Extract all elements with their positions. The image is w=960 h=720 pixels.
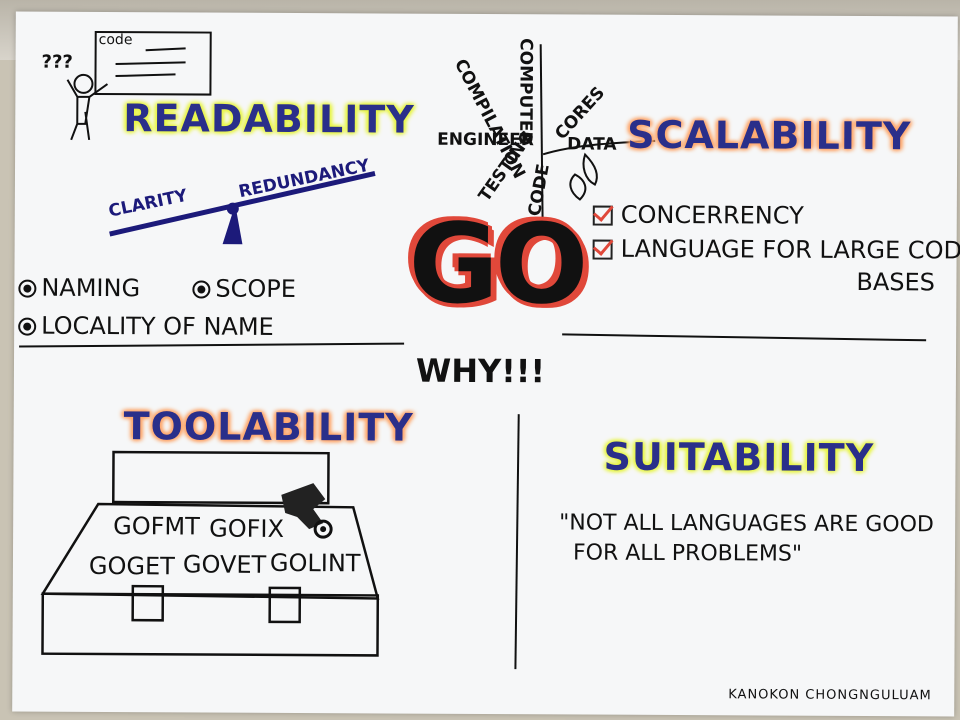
tool-golint: GOLINT (269, 548, 361, 578)
suitability-quote-line2: FOR ALL PROBLEMS" (572, 540, 803, 567)
why-text: WHY!!! (415, 351, 546, 391)
checkbox-checked-icon (592, 205, 613, 226)
scalability-title: SCALABILITY (627, 112, 912, 159)
readability-title: READABILITY (123, 96, 415, 142)
bullet-icon (192, 280, 211, 299)
divider-left (19, 342, 405, 348)
tool-goget: GOGET (88, 551, 175, 581)
readability-item-naming: NAMING (18, 273, 141, 303)
question-marks: ??? (41, 51, 73, 73)
toolbox-icon (40, 450, 380, 657)
checkbox-checked-icon (592, 239, 613, 260)
toolability-title: TOOLABILITY (123, 404, 414, 450)
tree-word-computer: COMPUTER (515, 38, 536, 145)
sketch-drawings (19, 30, 927, 670)
code-board-label: code (98, 31, 133, 49)
divider-right (562, 333, 927, 342)
scalability-item-bases: BASES (856, 267, 936, 297)
divider-bottom (514, 414, 520, 670)
tool-gofix: GOFIX (209, 514, 285, 543)
language-text: LANGUAGE FOR LARGE CODE (620, 234, 960, 265)
locality-text: LOCALITY OF NAME (41, 311, 274, 341)
author-signature: KANOKON CHONGNGULUAM (728, 687, 932, 704)
concurrency-text: CONCERRENCY (620, 200, 804, 230)
paper-sheet: code ??? READABILITY CLARITY REDUNDANCY … (12, 11, 960, 717)
go-title: GO (408, 199, 585, 329)
stick-figure-icon (66, 30, 212, 141)
tree-icon (542, 139, 656, 201)
divider-top (539, 44, 544, 230)
readability-item-scope: SCOPE (192, 274, 296, 303)
naming-text: NAMING (41, 273, 141, 303)
bullet-icon (18, 279, 37, 298)
tree-word-data: DATA (567, 134, 617, 155)
seesaw-icon (109, 170, 376, 245)
readability-item-locality: LOCALITY OF NAME (18, 312, 274, 341)
scalability-item-language: LANGUAGE FOR LARGE CODE (592, 234, 960, 265)
scalability-item-concurrency: CONCERRENCY (592, 200, 804, 230)
scope-text: SCOPE (215, 274, 296, 304)
tool-govet: GOVET (182, 550, 267, 579)
bullet-icon (18, 317, 37, 336)
suitability-quote-line1: "NOT ALL LANGUAGES ARE GOOD (559, 510, 934, 538)
wrench-icon (281, 483, 333, 539)
suitability-title: SUITABILITY (603, 434, 875, 481)
tool-gofmt: GOFMT (113, 512, 200, 541)
